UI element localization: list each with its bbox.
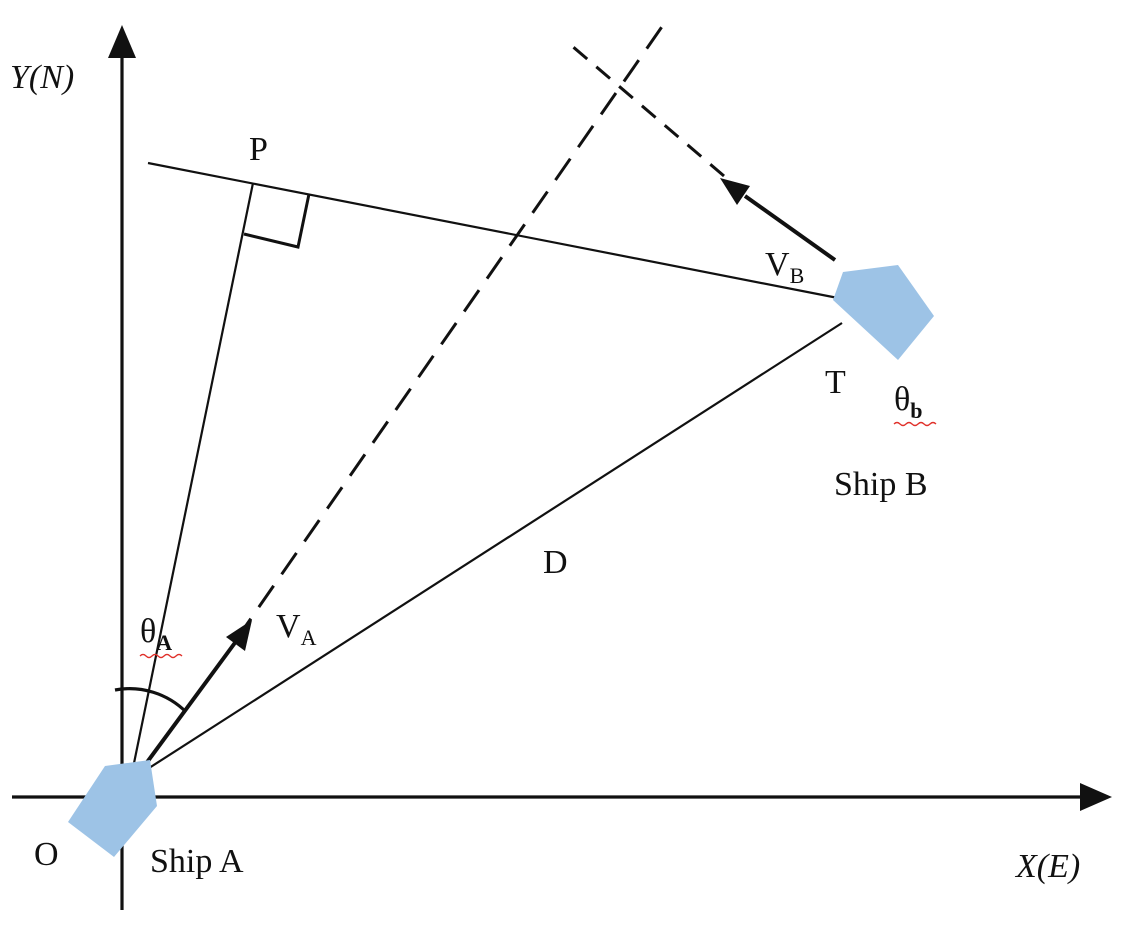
theta-b-main: θ [894, 381, 910, 418]
velocity-vector-b-arrowhead [720, 178, 750, 205]
velocity-vector-b [720, 178, 837, 262]
theta-a-angle-arc [114, 687, 188, 714]
relative-course-line [147, 161, 839, 300]
origin-label: O [34, 836, 59, 873]
right-angle-marker [243, 193, 311, 249]
ship-b-label: Ship B [834, 466, 928, 503]
velocity-a-subscript: A [301, 625, 317, 650]
ship-b-icon [833, 265, 934, 360]
theta-a-subscript: A [156, 630, 172, 655]
velocity-b-subscript: B [790, 263, 805, 288]
velocity-vector-b-line [743, 194, 837, 262]
y-axis-label: Y(N) [10, 59, 74, 96]
velocity-b-main: V [765, 246, 790, 283]
y-axis-arrowhead [108, 25, 136, 58]
point-t-label: T [825, 364, 846, 401]
theta-b-spellcheck-underline [893, 421, 937, 427]
velocity-a-main: V [276, 608, 301, 645]
velocity-vector-a-line [143, 638, 239, 767]
ship-a-heading-dashed-line [234, 17, 670, 641]
ship-a-label: Ship A [150, 843, 244, 880]
x-axis-label: X(E) [1014, 848, 1080, 885]
velocity-vector-a [143, 620, 252, 767]
distance-d-label: D [543, 544, 568, 581]
theta-a-main: θ [140, 613, 156, 650]
x-axis [12, 783, 1112, 811]
ship-b-heading-dashed-line [564, 38, 725, 178]
x-axis-arrowhead [1080, 783, 1112, 811]
theta-b-subscript: b [910, 398, 922, 423]
ship-a-icon [68, 760, 157, 857]
theta-a-spellcheck-underline [139, 653, 183, 659]
theta-a-label: θA [140, 613, 172, 655]
theta-b-label: θb [894, 381, 923, 423]
velocity-a-label: VA [276, 608, 317, 650]
point-p-label: P [249, 131, 268, 168]
perpendicular-line-op [131, 182, 255, 769]
velocity-b-label: VB [765, 246, 804, 288]
distance-line-d [145, 322, 843, 771]
velocity-vector-a-arrowhead [226, 620, 252, 651]
